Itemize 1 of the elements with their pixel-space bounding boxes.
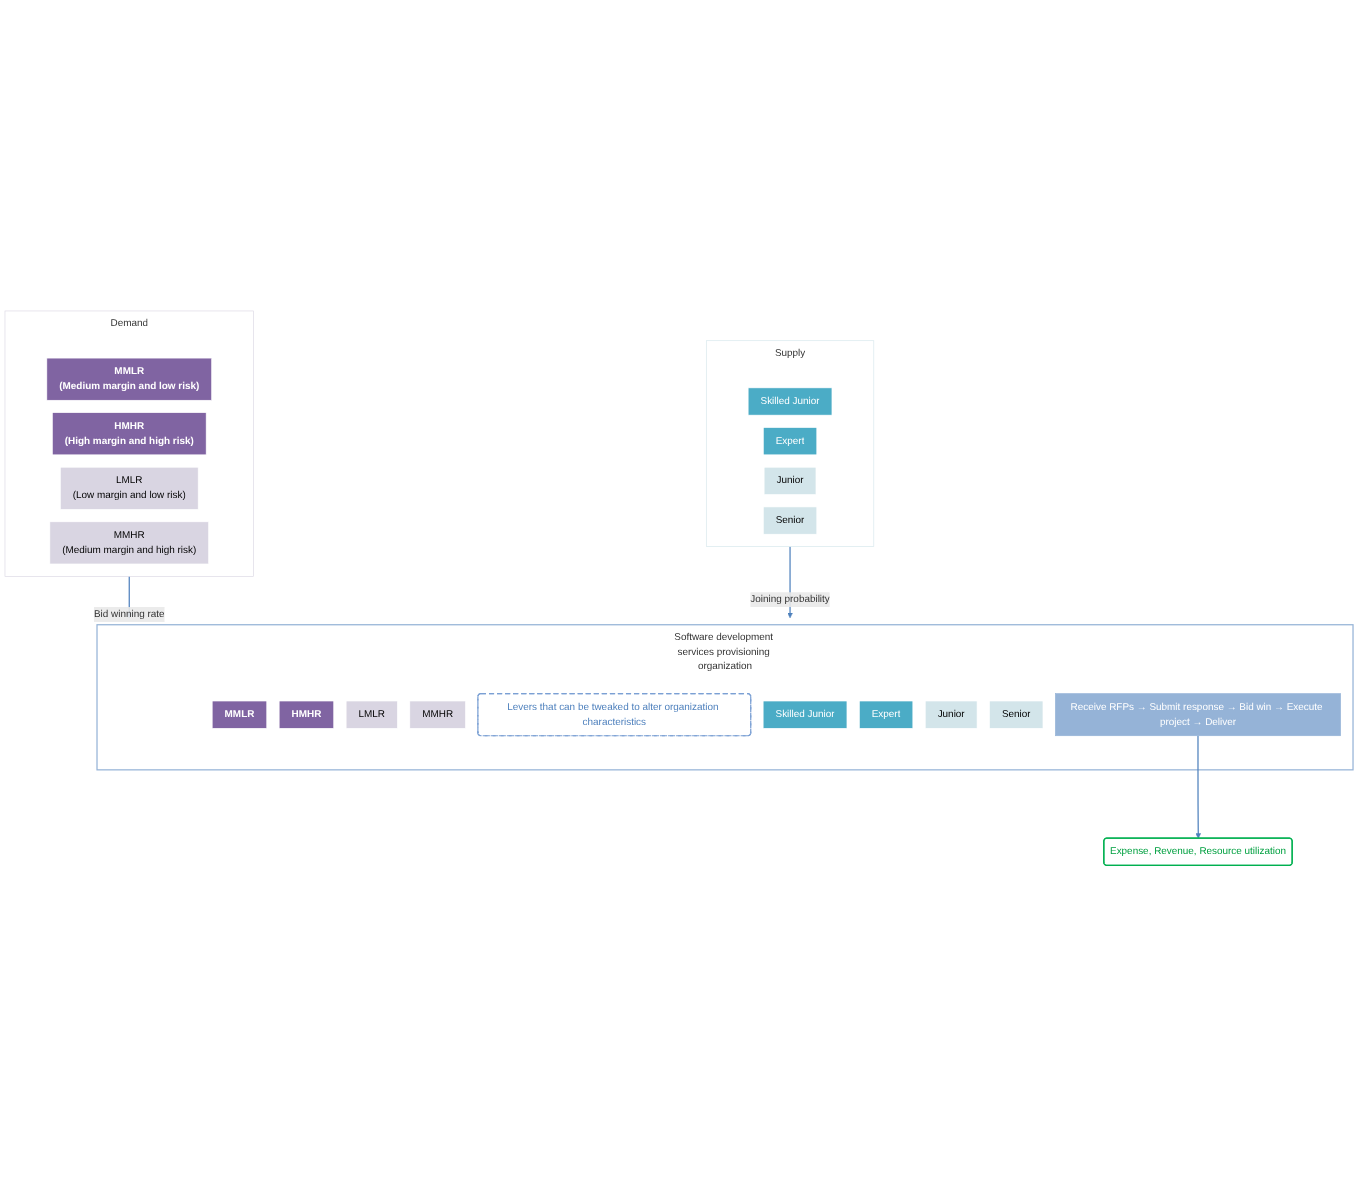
arrow [1195,735,1201,840]
